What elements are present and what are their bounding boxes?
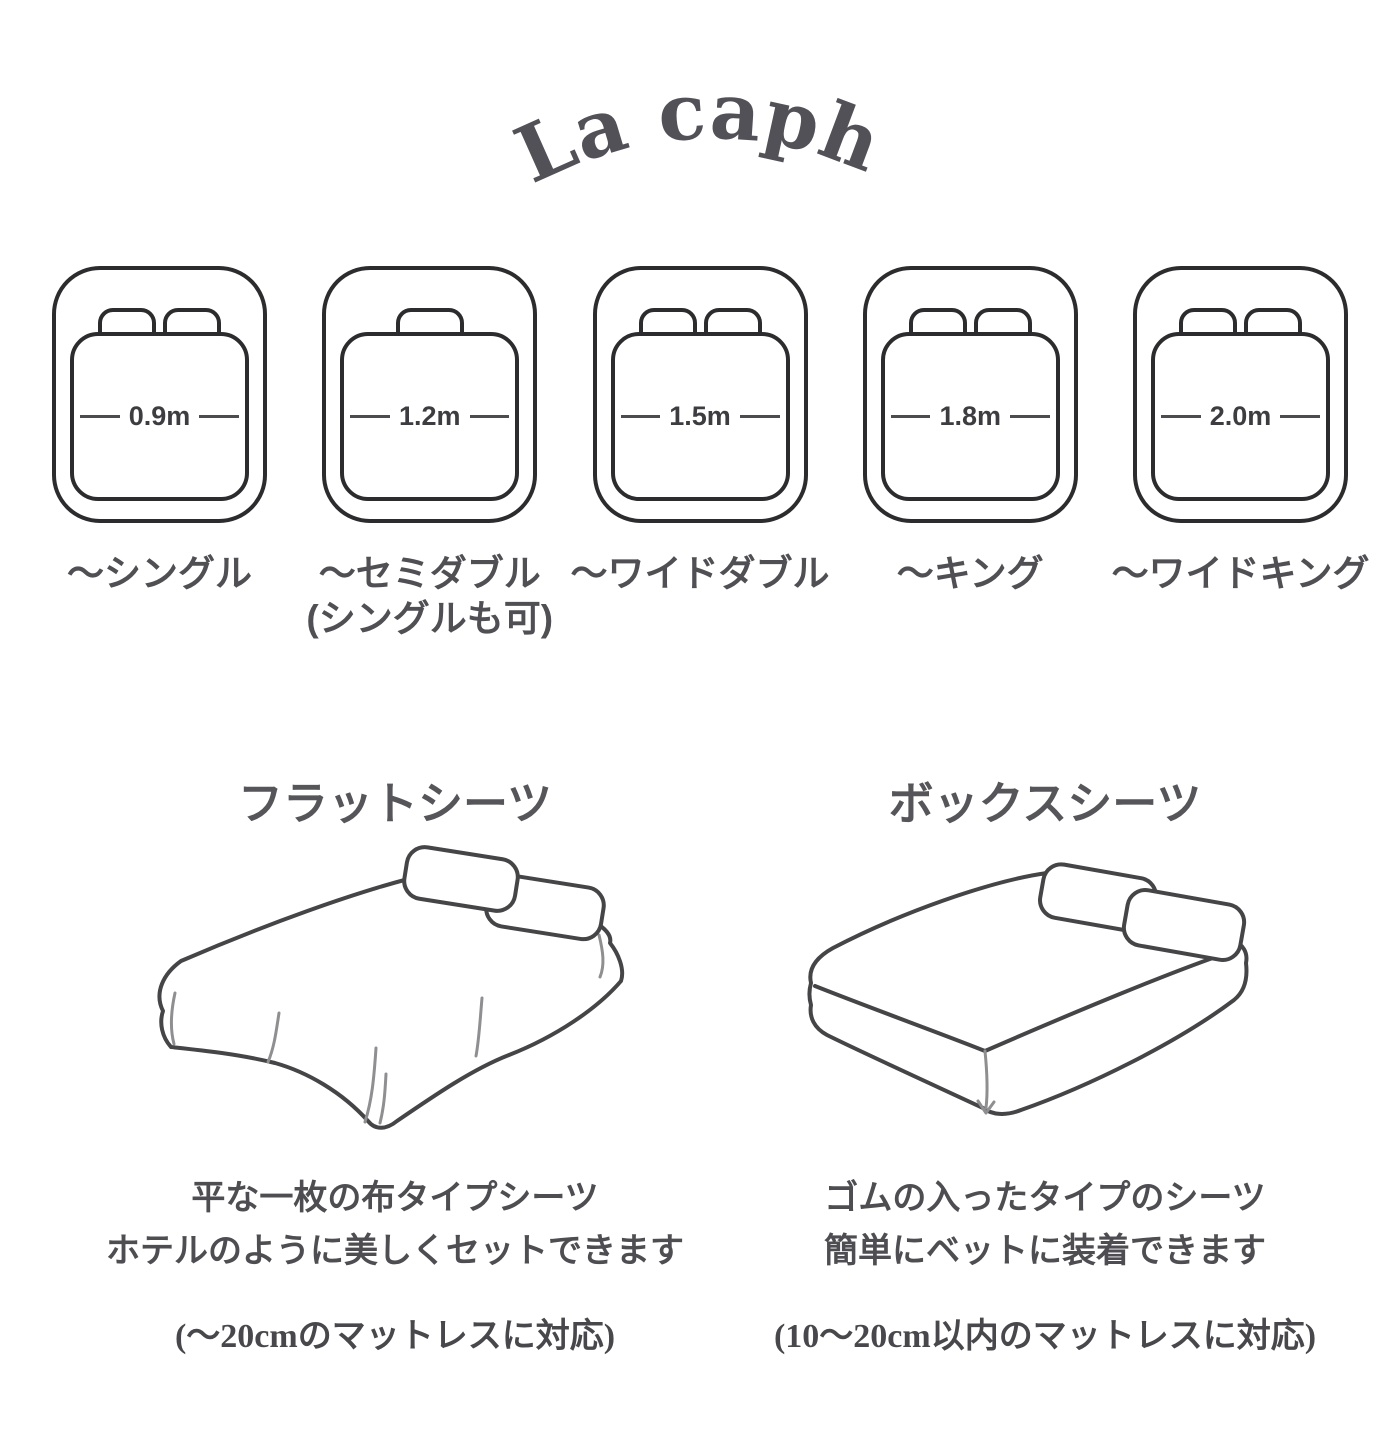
bed-width-value: 1.8m bbox=[939, 401, 1002, 431]
box-sheet-note: (10〜20cm以内のマットレスに対応) bbox=[773, 1317, 1317, 1355]
bed-size-label: 〜キング bbox=[897, 551, 1044, 596]
bed-size-label-line: 〜キング bbox=[896, 553, 1044, 594]
bed-width-value: 1.2m bbox=[398, 401, 461, 431]
page: { "brand": { "logo_text": "La caph" }, "… bbox=[0, 48, 1400, 1448]
bed-frame-diagram: 2.0m bbox=[1133, 266, 1348, 523]
bed-frame-diagram: 1.2m bbox=[322, 266, 538, 523]
flat-sheet-note: (〜20cmのマットレスに対応) bbox=[174, 1317, 616, 1355]
bed-frame-diagram: 1.8m bbox=[862, 266, 1078, 523]
bed-size-figure-single: 0.9m 〜シングル bbox=[52, 266, 267, 641]
width-dimension: 1.2m bbox=[344, 401, 515, 432]
dimension-line-left bbox=[350, 415, 390, 418]
bed-size-label-line2: (シングルも可) bbox=[306, 598, 554, 640]
width-dimension: 0.9m bbox=[74, 401, 245, 432]
mattress-diagram: 1.5m bbox=[610, 332, 790, 501]
dimension-line-left bbox=[620, 415, 661, 418]
dimension-line-right bbox=[1280, 415, 1321, 418]
flat-sheet-illustration-wrap bbox=[135, 840, 655, 1162]
dimension-line-right bbox=[739, 415, 780, 418]
bed-size-figure-king: 1.8m 〜キング bbox=[862, 266, 1078, 641]
flat-sheet-column: フラットシーツ 平な一枚の布タイプシーツ ホテルのように美しくセットできます (… bbox=[70, 767, 720, 1356]
flat-sheet-title: フラットシーツ bbox=[237, 778, 553, 830]
sheet-fold-line bbox=[474, 996, 484, 1058]
flat-sheet-description-line2: ホテルのように美しくセットできます bbox=[106, 1231, 684, 1270]
dimension-line-left bbox=[890, 415, 931, 418]
bed-frame-diagram: 0.9m bbox=[52, 266, 267, 523]
bed-size-label-line: 〜シングル bbox=[67, 553, 252, 594]
bed-size-chart: 0.9m 〜シングル 1.2m 〜セミダブル (シングル bbox=[0, 266, 1400, 641]
bed-width-value: 2.0m bbox=[1209, 401, 1272, 431]
pillow-icon bbox=[1121, 888, 1247, 963]
bed-size-label-line: 〜ワイドキング bbox=[1111, 553, 1370, 594]
header: La caph bbox=[0, 48, 1400, 218]
brand-logo-textpath: La caph bbox=[503, 66, 893, 202]
bed-size-label: 〜ワイドキング bbox=[1112, 551, 1370, 596]
bed-size-label: 〜ワイドダブル bbox=[571, 551, 830, 596]
flat-sheet-description-line1: 平な一枚の布タイプシーツ bbox=[191, 1179, 599, 1218]
mattress-top-edge-left bbox=[813, 984, 987, 1054]
box-sheet-description-line2: 簡単にベットに装着できます bbox=[824, 1231, 1266, 1270]
bed-size-label-line: 〜セミダブル bbox=[318, 553, 541, 594]
box-sheet-title: ボックスシーツ bbox=[888, 778, 1202, 830]
bed-size-figure-wide-double: 1.5m 〜ワイドダブル bbox=[571, 266, 830, 641]
dimension-line-left bbox=[1161, 415, 1201, 418]
sheet-fold-line bbox=[170, 991, 177, 1046]
width-dimension: 1.8m bbox=[885, 401, 1056, 432]
dimension-line-left bbox=[80, 415, 120, 418]
box-sheet-illustration bbox=[807, 862, 1249, 1117]
bed-frame-diagram: 1.5m bbox=[592, 266, 808, 523]
mattress-diagram: 2.0m bbox=[1151, 332, 1330, 501]
mattress-diagram: 1.2m bbox=[340, 332, 520, 501]
bed-size-figure-semi-double: 1.2m 〜セミダブル (シングルも可) bbox=[306, 266, 553, 641]
sheet-fold-line bbox=[378, 1072, 388, 1125]
bed-size-label-line: 〜ワイドダブル bbox=[570, 553, 830, 594]
brand-logo: La caph bbox=[503, 66, 894, 202]
sheet-fold-line bbox=[363, 1046, 378, 1124]
bed-width-value: 1.5m bbox=[669, 401, 731, 431]
sheet-tuck-mark bbox=[976, 1099, 996, 1115]
brand-logo-text: La caph bbox=[503, 66, 894, 202]
bed-width-value: 0.9m bbox=[128, 401, 191, 431]
bed-size-figure-wide-king: 2.0m 〜ワイドキング bbox=[1112, 266, 1369, 641]
box-sheet-description: ゴムの入ったタイプのシーツ 簡単にベットに装着できます bbox=[824, 1172, 1266, 1277]
flat-sheet-description: 平な一枚の布タイプシーツ ホテルのように美しくセットできます bbox=[106, 1172, 684, 1277]
width-dimension: 1.5m bbox=[615, 401, 786, 432]
bed-size-label: 〜セミダブル (シングルも可) bbox=[306, 551, 553, 641]
dimension-line-right bbox=[469, 415, 510, 418]
bed-size-label: 〜シングル bbox=[67, 551, 252, 596]
box-sheet-description-line1: ゴムの入ったタイプのシーツ bbox=[824, 1179, 1266, 1218]
width-dimension: 2.0m bbox=[1155, 401, 1326, 432]
sheet-fold-line bbox=[266, 1011, 281, 1064]
mattress-front-corner-edge bbox=[983, 1049, 989, 1110]
mattress-diagram: 1.8m bbox=[880, 332, 1060, 501]
box-sheet-column: ボックスシーツ ゴムの入ったタイプのシーツ 簡単にベットに装着できます (10〜… bbox=[720, 767, 1370, 1356]
sheet-fold-line bbox=[597, 933, 605, 979]
sheet-type-section: フラットシーツ 平な一枚の布タイプシーツ ホテルのように美しくセットできます (… bbox=[0, 767, 1400, 1356]
mattress-diagram: 0.9m bbox=[70, 332, 249, 501]
flat-sheet-illustration bbox=[157, 845, 625, 1130]
dimension-line-right bbox=[199, 415, 240, 418]
dimension-line-right bbox=[1010, 415, 1050, 418]
box-sheet-illustration-wrap bbox=[795, 840, 1295, 1162]
pillow-icon bbox=[402, 845, 520, 914]
